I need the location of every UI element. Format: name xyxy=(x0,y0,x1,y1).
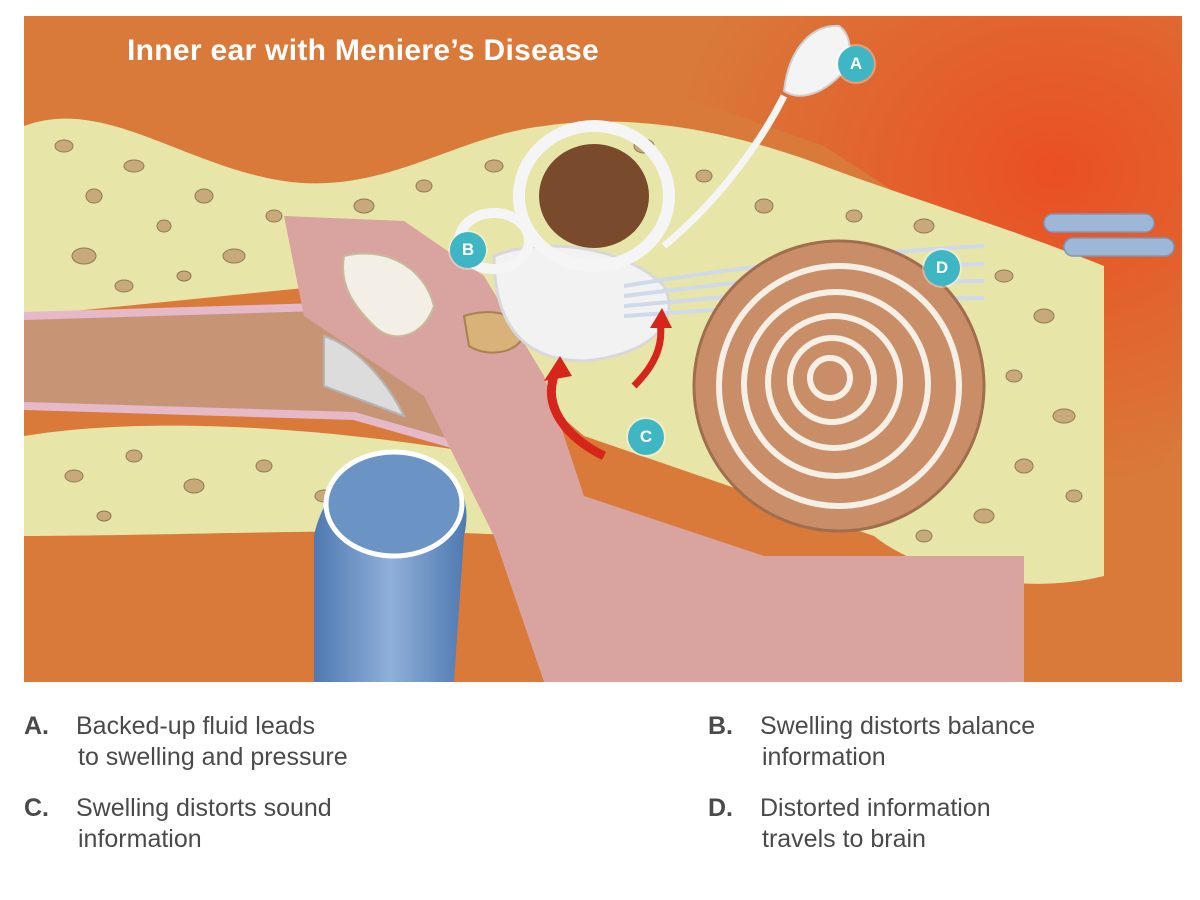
vestibule xyxy=(492,244,671,363)
fluid-arrow-lower-head xyxy=(544,356,572,381)
callout-b: B xyxy=(450,232,486,268)
inflamed-region xyxy=(544,16,1182,536)
legend-text-a: Backed-up fluid leads to swelling and pr… xyxy=(76,711,496,773)
callout-a: A xyxy=(838,46,874,82)
legend-d-line2: travels to brain xyxy=(762,825,926,853)
eardrum xyxy=(323,334,407,418)
cochlea-spiral xyxy=(716,263,962,509)
legend-letter-d: D. xyxy=(708,794,733,822)
endolymphatic-sac xyxy=(782,24,851,97)
legend-letter-a: A. xyxy=(24,712,49,740)
nerve-to-brain xyxy=(1043,213,1175,257)
ear-anatomy-drawing xyxy=(24,16,1182,682)
legend-b-line1: Swelling distorts balance xyxy=(760,712,1036,740)
legend-letter-b: B. xyxy=(708,712,733,740)
semicircular-canal-superior xyxy=(513,120,675,272)
endolymphatic-duct xyxy=(661,94,788,249)
legend-c-line1: Swelling distorts sound xyxy=(76,794,332,822)
legend-a-line1: Backed-up fluid leads xyxy=(76,712,316,740)
legend-c-line2: information xyxy=(78,825,202,853)
fluid-arrow-lower xyxy=(546,374,607,461)
legend-text-d: Distorted information travels to brain xyxy=(760,793,1180,855)
callout-c: C xyxy=(628,419,664,455)
cochlea-outer xyxy=(692,239,986,533)
legend-d-line1: Distorted information xyxy=(760,794,991,822)
diagram-title: Inner ear with Meniere’s Disease xyxy=(127,34,600,67)
legend-b-line2: information xyxy=(762,743,886,771)
legend-letter-c: C. xyxy=(24,794,49,822)
legend-a-line2: to swelling and pressure xyxy=(78,743,348,771)
blood-vessel-opening xyxy=(323,449,465,559)
legend-text-b: Swelling distorts balance information xyxy=(760,711,1180,773)
fluid-arrow-upper-head xyxy=(650,308,672,328)
ossicle-malleus xyxy=(342,252,436,338)
legend-text-c: Swelling distorts sound information xyxy=(76,793,496,855)
callout-d: D xyxy=(924,250,960,286)
inner-ear-illustration: Inner ear with Meniere’s Disease A B C D xyxy=(24,16,1182,682)
semicircular-canal-inner xyxy=(539,144,649,248)
